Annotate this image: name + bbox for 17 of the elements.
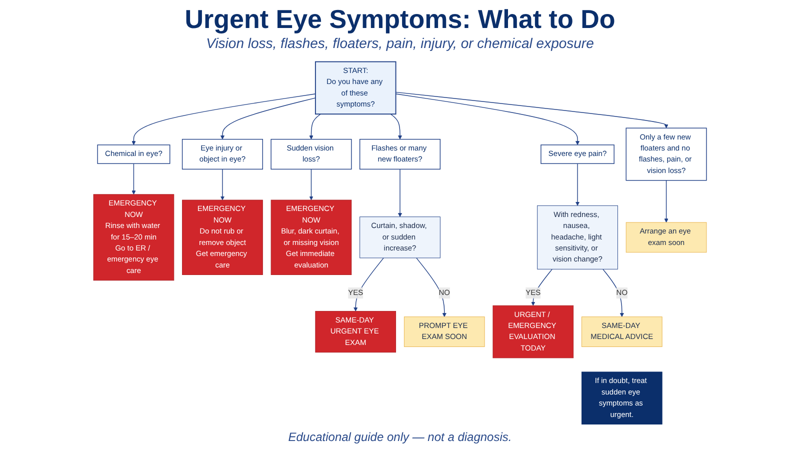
- subtitle: Vision loss, flashes, floaters, pain, injury, or chemical exposure: [206, 35, 594, 51]
- arrow: [416, 258, 446, 317]
- title: Urgent Eye Symptoms: What to Do: [184, 4, 616, 35]
- caption: Educational guide only — not a diagnosis.: [288, 430, 512, 444]
- arrow: [309, 168, 314, 200]
- arrow: [575, 163, 580, 206]
- arrow: [354, 258, 384, 312]
- arrow: [664, 180, 668, 223]
- arrow: [390, 114, 402, 140]
- arrow: [398, 168, 402, 218]
- arrow: [395, 94, 580, 146]
- arrow: [395, 92, 668, 128]
- arrow: [132, 94, 316, 146]
- arrow: [132, 163, 136, 195]
- arrow: [220, 98, 316, 140]
- arrow: [309, 114, 321, 140]
- arrow: [220, 168, 225, 200]
